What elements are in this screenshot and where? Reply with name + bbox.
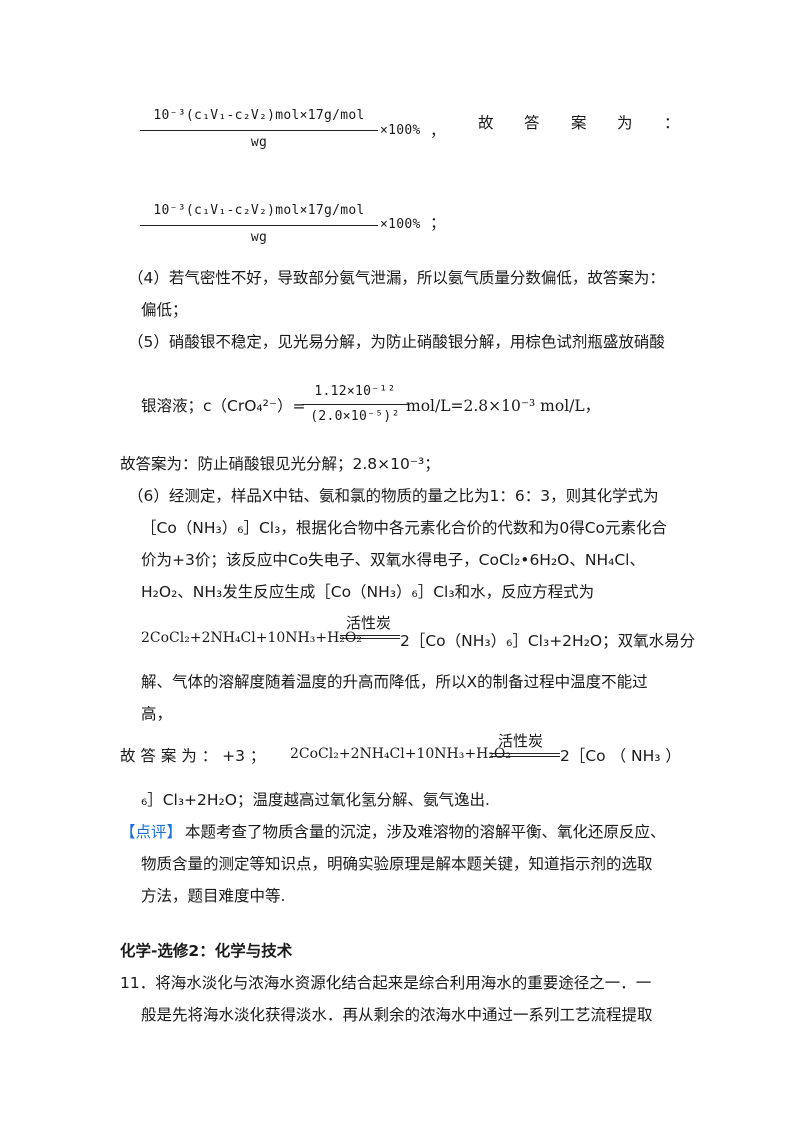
comma: ， [430,122,446,140]
equal-line-bottom [490,756,560,757]
part4-line1: （4）若气密性不好，导致部分氨气泄漏，所以氨气质量分数偏低，故答案为： [128,269,665,287]
comment-tag: 【点评】 [120,823,183,841]
answer-equation-right: 2［Co （ NH₃ ） [560,747,681,765]
answer-equation-left: 2CoCl₂+2NH₄Cl+10NH₃+H₂O₂ [290,746,512,762]
semicolon: ； [430,214,446,232]
fraction-bar [302,404,408,405]
equation-left: 2CoCl₂+2NH₄Cl+10NH₃+H₂O₂ [141,630,363,646]
comment-line1: 本题考查了物质含量的沉淀，涉及难溶物的溶解平衡、氧化还原反应、 [185,823,666,841]
answer-label-char: 案 [571,114,587,132]
part6-line4: H₂O₂、NH₃发生反应生成［Co（NH₃）₆］Cl₃和水，反应方程式为 [141,583,595,601]
fraction-bar [140,225,378,226]
answer-line2: ₆］Cl₃+2H₂O；温度越高过氧化氢分解、氨气逸出. [141,791,490,809]
comment-line3: 方法，题目难度中等. [141,887,286,905]
catalyst-arrow-answer: 活性炭 [490,730,560,770]
question11-line2: 般是先将海水淡化获得淡水．再从剩余的浓海水中通过一系列工艺流程提取 [141,1006,653,1024]
equal-line-bottom [340,638,400,639]
fraction-denominator: (2.0×10⁻⁵)² [310,409,400,424]
equal-line-top [490,753,560,754]
equation-right: 2［Co（NH₃）₆］Cl₃+2H₂O；双氧水易分 [400,632,696,650]
ksp-fraction: 1.12×10⁻¹² (2.0×10⁻⁵)² [302,384,410,430]
fraction-suffix: ×100% [380,217,421,232]
catalyst-label: 活性炭 [498,732,544,750]
fraction-denominator: wg [250,135,268,150]
part6-line2: ［Co（NH₃）₆］Cl₃，根据化合物中各元素化合价的代数和为0得Co元素化合 [141,519,667,537]
fraction-denominator: wg [250,230,268,245]
mass-fraction-formula-2: 10⁻³(c₁V₁-c₂V₂)mol×17g/mol wg ×100% ； [140,203,460,253]
part5-line3: 故答案为：防止硝酸银见光分解；2.8×10⁻³； [120,455,440,473]
comment-line2: 物质含量的测定等知识点，明确实验原理是解本题关键，知道指示剂的选取 [141,855,653,873]
catalyst-label: 活性炭 [346,614,392,632]
answer-label-char: 故 [478,114,494,132]
fraction-numerator: 1.12×10⁻¹² [314,384,396,399]
answer-label-char: ： [664,114,680,132]
fraction-numerator: 10⁻³(c₁V₁-c₂V₂)mol×17g/mol [153,203,365,218]
answer-label-char: 为 [617,114,633,132]
fraction-numerator: 10⁻³(c₁V₁-c₂V₂)mol×17g/mol [153,108,365,123]
mass-fraction-formula-1: 10⁻³(c₁V₁-c₂V₂)mol×17g/mol wg ×100% ， [140,108,446,158]
part6-line3: 价为+3价；该反应中Co失电子、双氧水得电子，CoCl₂•6H₂O、NH₄Cl、 [141,551,645,569]
section-title: 化学-选修2：化学与技术 [120,942,293,960]
part5-line1: （5）硝酸银不稳定，见光易分解，为防止硝酸银分解，用棕色试剂瓶盛放硝酸 [128,333,665,351]
equal-line-top [340,635,400,636]
fraction-suffix: ×100% [380,123,421,138]
answer-label: 故 答 案 为 ： +3 ； [120,747,266,765]
part6-line6: 解、气体的溶解度随着温度的升高而降低，所以X的制备过程中温度不能过 [141,673,648,691]
part5-line2-suffix: mol/L=2.8×10⁻³ mol/L， [406,397,601,415]
answer-label-char: 答 [524,114,540,132]
fraction-bar [140,130,378,131]
catalyst-arrow: 活性炭 [340,612,400,652]
part6-line1: （6）经测定，样品X中钴、氨和氯的物质的量之比为1：6：3，则其化学式为 [128,487,659,505]
question11-line1: 11．将海水淡化与浓海水资源化结合起来是综合利用海水的重要途径之一．一 [120,974,652,992]
part4-line2: 偏低； [141,301,188,319]
part5-line2-prefix: 银溶液；c（CrO₄²⁻）= [141,397,306,415]
part6-line7: 高， [141,705,173,723]
